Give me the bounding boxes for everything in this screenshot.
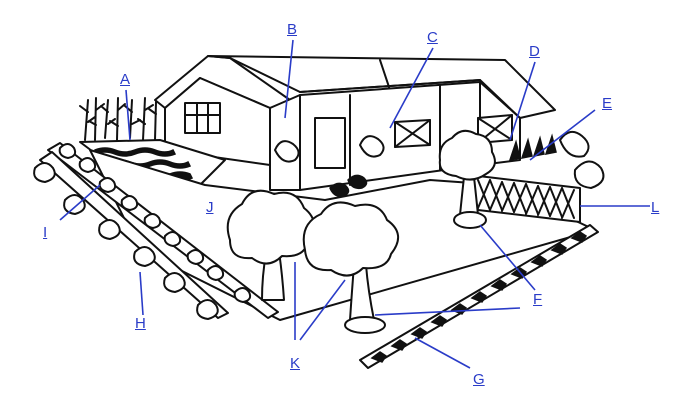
label-l: L [651, 200, 659, 215]
label-f: F [533, 292, 542, 307]
label-h: H [135, 316, 146, 331]
label-a: A [120, 72, 130, 87]
label-c: C [427, 30, 438, 45]
label-i: I [43, 225, 47, 240]
corn-stalks [80, 98, 156, 140]
label-d: D [529, 44, 540, 59]
door [315, 118, 345, 168]
shrub-far-right [575, 161, 604, 188]
shrub-right [560, 132, 589, 157]
left-window [185, 103, 220, 133]
label-k: K [290, 356, 300, 371]
label-j: J [206, 200, 214, 215]
label-e: E [602, 96, 612, 111]
label-b: B [287, 22, 297, 37]
label-g: G [473, 372, 485, 387]
